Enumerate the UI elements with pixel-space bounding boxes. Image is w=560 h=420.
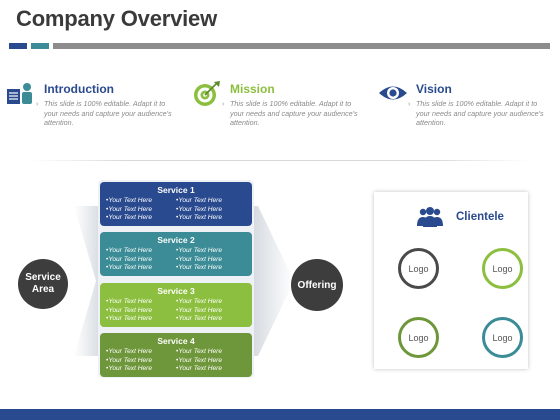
slide-title: Company Overview [16, 6, 217, 31]
service-items: Your Text Here Your Text Here Your Text … [100, 197, 252, 223]
vision-text: This slide is 100% editable. Adapt it to… [408, 99, 548, 128]
service-title: Service 4 [157, 336, 195, 346]
service-item: Your Text Here [176, 247, 246, 256]
eye-icon [379, 86, 407, 100]
service-items: Your Text Here Your Text Here Your Text … [100, 298, 252, 324]
introduction-section: Introduction This slide is 100% editable… [6, 80, 176, 150]
service-item: Your Text Here [176, 307, 246, 316]
service-item: Your Text Here [106, 307, 176, 316]
service-title: Service 1 [157, 185, 195, 195]
title-underline-bar [53, 43, 550, 49]
mission-heading: Mission [230, 82, 275, 96]
introduction-text: This slide is 100% editable. Adapt it to… [36, 99, 176, 128]
service-item: Your Text Here [176, 264, 246, 273]
service-item: Your Text Here [106, 365, 176, 374]
introduction-heading: Introduction [44, 82, 114, 96]
service-item: Your Text Here [176, 256, 246, 265]
service-item: Your Text Here [176, 197, 246, 206]
client-logo-3: Logo [398, 317, 439, 358]
clientele-title: Clientele [456, 211, 504, 223]
service-item: Your Text Here [106, 348, 176, 357]
vision-heading: Vision [416, 82, 452, 96]
service-item: Your Text Here [176, 365, 246, 374]
service-card-4: Service 4 Your Text Here Your Text Here … [100, 333, 252, 377]
service-title: Service 3 [157, 286, 195, 296]
service-items: Your Text Here Your Text Here Your Text … [100, 348, 252, 374]
footer-bar [0, 409, 560, 420]
service-item: Your Text Here [176, 348, 246, 357]
vision-section: Vision This slide is 100% editable. Adap… [378, 80, 548, 150]
service-item: Your Text Here [106, 256, 176, 265]
service-item: Your Text Here [106, 247, 176, 256]
title-accent-bar-teal [31, 43, 49, 49]
service-items: Your Text Here Your Text Here Your Text … [100, 247, 252, 273]
service-card-2: Service 2 Your Text Here Your Text Here … [100, 232, 252, 276]
service-item: Your Text Here [106, 197, 176, 206]
service-item: Your Text Here [176, 298, 246, 307]
service-area-circle: Service Area [18, 259, 68, 309]
service-item: Your Text Here [106, 315, 176, 324]
section-divider [30, 160, 530, 161]
service-item: Your Text Here [176, 214, 246, 223]
target-icon [194, 81, 220, 106]
service-title: Service 2 [157, 235, 195, 245]
client-logo-1: Logo [398, 248, 439, 289]
service-item: Your Text Here [106, 214, 176, 223]
service-item: Your Text Here [106, 357, 176, 366]
service-item: Your Text Here [176, 206, 246, 215]
title-accent-bar-navy [9, 43, 27, 49]
client-logo-2: Logo [482, 248, 523, 289]
service-area-chevron [74, 206, 102, 356]
offering-circle: Offering [291, 259, 343, 311]
client-logo-4: Logo [482, 317, 523, 358]
service-item: Your Text Here [176, 315, 246, 324]
service-card-1: Service 1 Your Text Here Your Text Here … [100, 182, 252, 226]
people-group-icon [417, 207, 443, 227]
service-item: Your Text Here [176, 357, 246, 366]
service-item: Your Text Here [106, 206, 176, 215]
mission-section: Mission This slide is 100% editable. Ada… [192, 80, 362, 150]
mission-text: This slide is 100% editable. Adapt it to… [222, 99, 362, 128]
service-card-3: Service 3 Your Text Here Your Text Here … [100, 283, 252, 327]
clientele-card: Clientele Logo Logo Logo Logo [374, 192, 528, 369]
presentation-person-icon [7, 83, 32, 104]
offering-chevron [252, 206, 294, 356]
service-item: Your Text Here [106, 264, 176, 273]
service-item: Your Text Here [106, 298, 176, 307]
